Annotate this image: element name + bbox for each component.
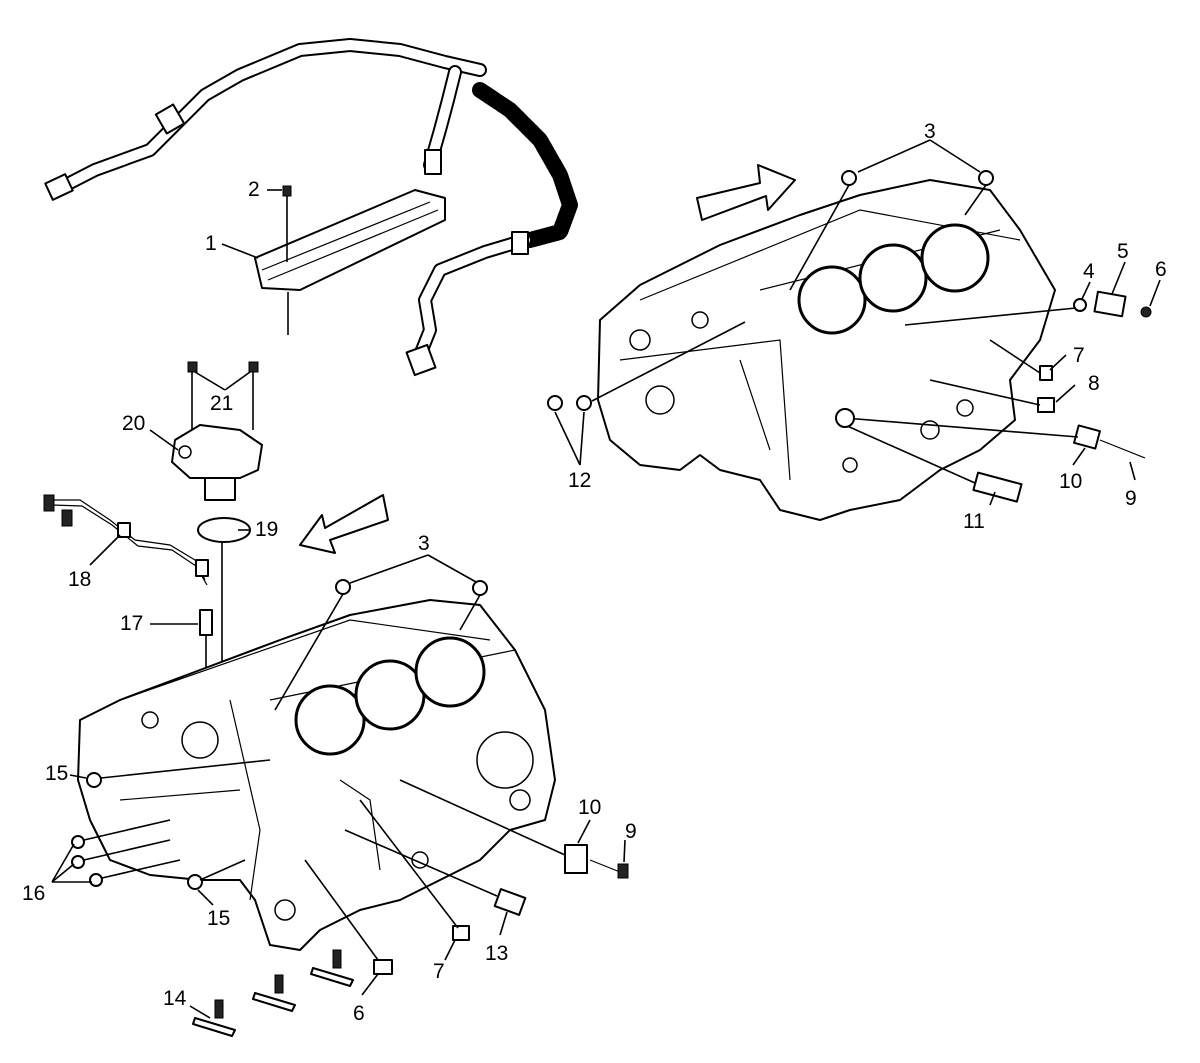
label-20: 20: [122, 412, 145, 435]
cylinder-bore: [858, 243, 928, 313]
label-6-lower: 6: [353, 1002, 365, 1025]
cylinder-bore: [354, 659, 426, 731]
label-9-upper: 9: [1125, 487, 1137, 510]
label-16: 16: [22, 882, 45, 905]
valley-cover-part: [254, 185, 446, 335]
engine-block-left-view: [77, 494, 556, 951]
direction-arrow: [299, 494, 389, 554]
label-5: 5: [1117, 240, 1129, 263]
callout-leaders: [51, 139, 1161, 1019]
label-2: 2: [248, 178, 260, 201]
label-7-lower: 7: [433, 960, 445, 983]
label-15-lower: 15: [207, 907, 230, 930]
label-12: 12: [568, 469, 591, 492]
direction-arrow: [696, 164, 796, 221]
label-10-upper: 10: [1059, 470, 1082, 493]
upper-block-parts: [547, 170, 1152, 503]
cylinder-bore: [414, 636, 486, 708]
pcv-hose-assembly: [44, 38, 578, 377]
label-17: 17: [120, 612, 143, 635]
label-19: 19: [255, 518, 278, 541]
label-14: 14: [163, 987, 187, 1010]
label-11: 11: [963, 510, 985, 533]
label-15-upper: 15: [45, 762, 68, 785]
label-6-upper: 6: [1155, 258, 1167, 281]
cylinder-bore: [920, 223, 990, 293]
label-7-upper: 7: [1073, 344, 1085, 367]
label-3-upper: 3: [924, 120, 936, 143]
label-13: 13: [485, 942, 508, 965]
oil-jets: [192, 949, 354, 1037]
label-9-lower: 9: [625, 820, 637, 843]
label-4: 4: [1083, 260, 1095, 283]
thermostat-housing-parts: [171, 361, 263, 680]
callout-labels: 1 2 3 3 4 5 6 6 7 7 8 9 9 10 10 11 12 13…: [22, 120, 1167, 1025]
cylinder-bore: [294, 684, 366, 756]
label-3-lower: 3: [418, 532, 430, 555]
label-8: 8: [1088, 372, 1100, 395]
label-10-lower: 10: [578, 796, 601, 819]
label-1: 1: [205, 232, 217, 255]
label-18: 18: [68, 568, 91, 591]
harness-and-sensor: [43, 494, 213, 680]
engine-block-right-view: [597, 164, 1056, 521]
lower-block-parts: [71, 579, 629, 975]
label-21: 21: [210, 392, 233, 415]
cylinder-bore: [797, 265, 867, 335]
